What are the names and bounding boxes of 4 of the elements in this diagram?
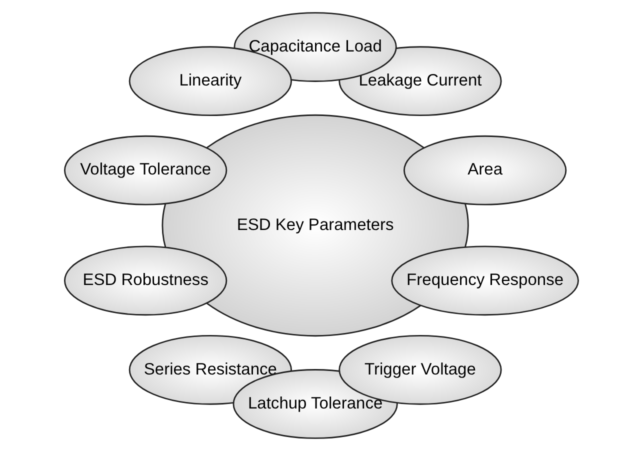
node-ellipse: ESD Robustness — [64, 246, 227, 316]
node-ellipse: Area — [403, 135, 566, 206]
node-ellipse: Voltage Tolerance — [64, 135, 227, 206]
node-ellipse: Frequency Response — [390, 246, 578, 316]
